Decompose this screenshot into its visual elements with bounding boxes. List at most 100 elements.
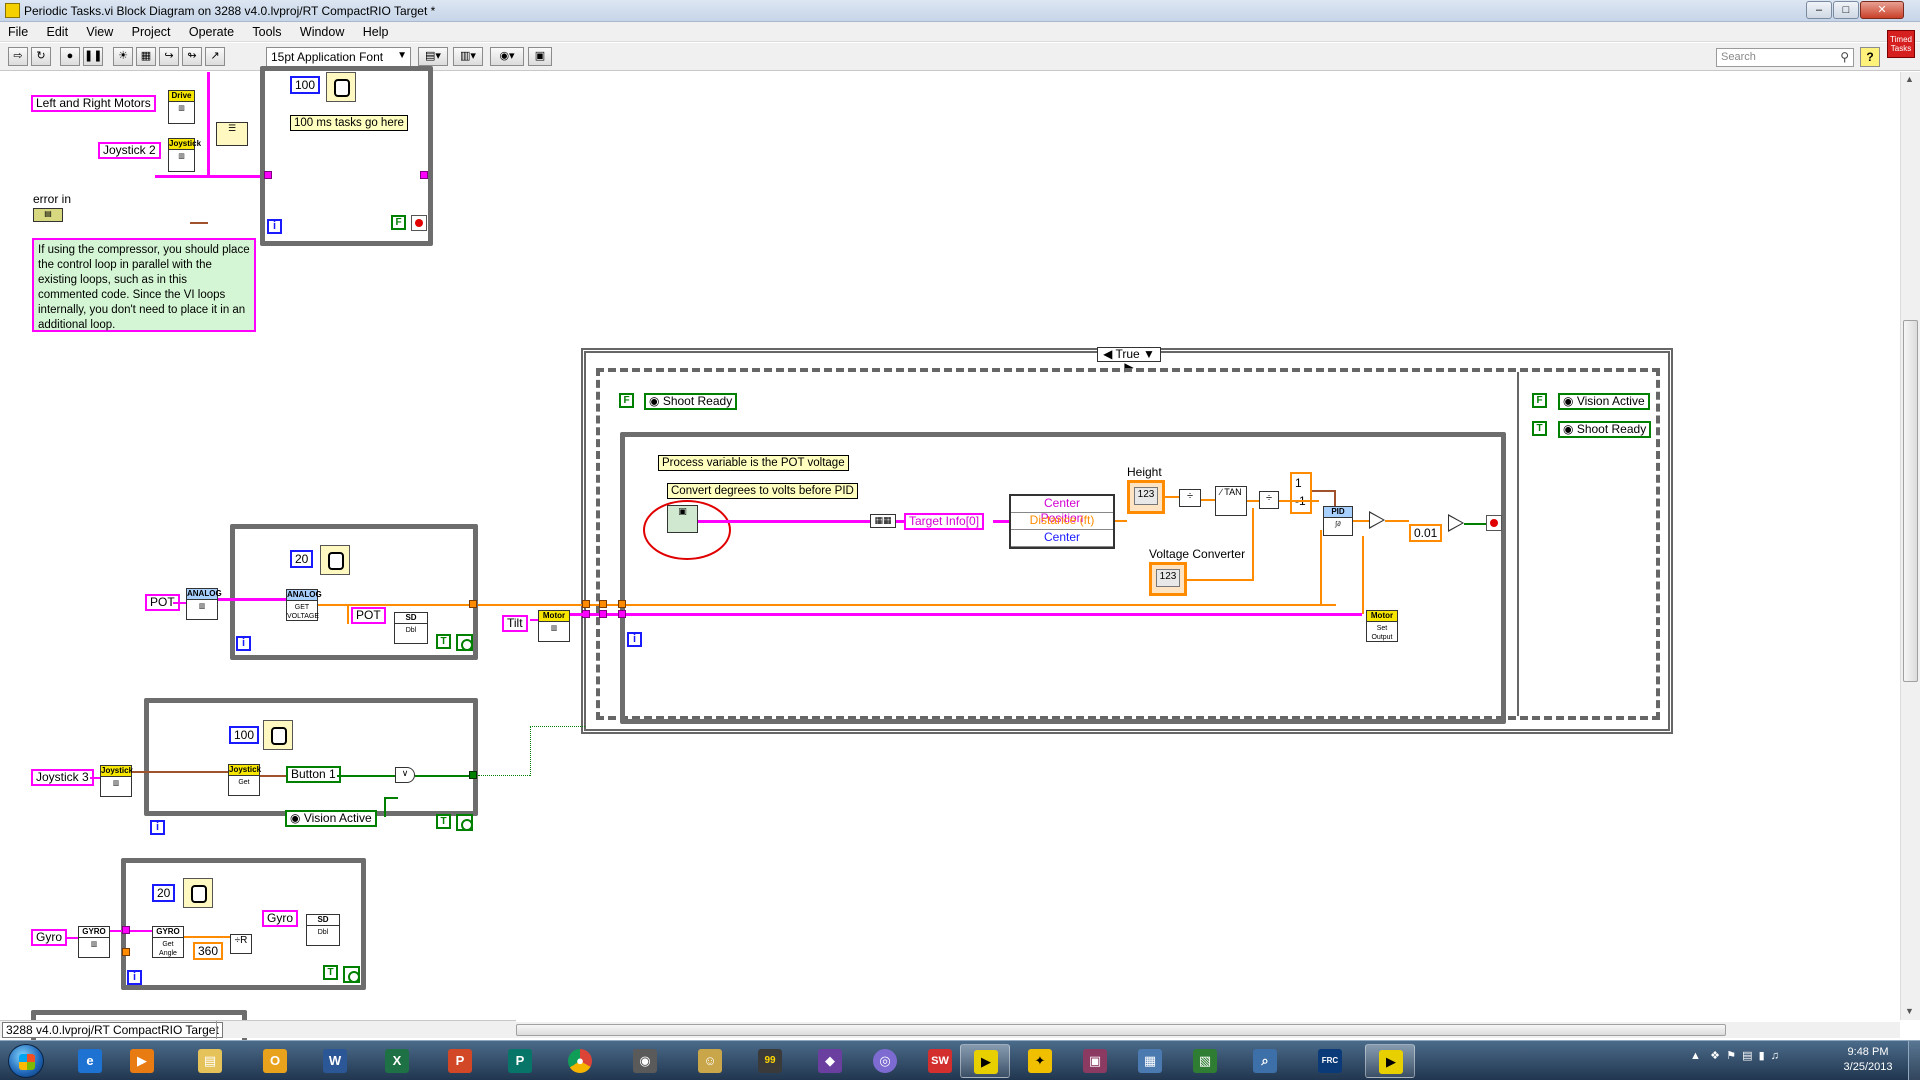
- error-cluster-icon[interactable]: ▤: [33, 208, 63, 222]
- height-control[interactable]: 123: [1127, 480, 1165, 514]
- system-tray[interactable]: ▲ ❖ ⚑ ▤ ▮ ♫: [1690, 1049, 1779, 1062]
- menu-operate[interactable]: Operate: [188, 25, 235, 39]
- show-desktop-button[interactable]: [1908, 1041, 1920, 1080]
- while-loop-100ms[interactable]: [260, 66, 433, 246]
- taskbar-frc[interactable]: FRC: [1305, 1044, 1355, 1078]
- menu-project[interactable]: Project: [131, 25, 171, 39]
- constant-360[interactable]: 360: [193, 942, 224, 960]
- gyro-control[interactable]: Gyro: [31, 929, 68, 946]
- joystick3-refnum-get-vi[interactable]: Joystick▥: [100, 765, 133, 797]
- unbundle-by-name[interactable]: Center Position Distance (ft) Center: [1009, 494, 1115, 549]
- maximize-button[interactable]: □: [1833, 1, 1859, 19]
- vertical-scroll-thumb[interactable]: [1903, 320, 1918, 682]
- horizontal-scrollbar[interactable]: [516, 1022, 1900, 1038]
- taskbar-solidworks[interactable]: SW: [915, 1044, 965, 1078]
- vision-active-local-read[interactable]: ◉ Vision Active: [285, 810, 377, 827]
- comparison-node[interactable]: [1369, 511, 1385, 529]
- reorder-icon[interactable]: ◉▾: [490, 47, 524, 66]
- show-hidden-icons-icon[interactable]: ▲: [1690, 1050, 1701, 1062]
- false-constant[interactable]: F: [1532, 393, 1547, 408]
- wait-ms-icon[interactable]: [263, 720, 293, 750]
- divide-node-2[interactable]: ÷: [1259, 491, 1279, 509]
- array-constant[interactable]: 1 -1: [1290, 472, 1312, 514]
- clean-up-diagram-icon[interactable]: ▣: [528, 47, 552, 66]
- taskbar-app-1[interactable]: ◉: [620, 1044, 670, 1078]
- constant-100-joystick[interactable]: 100: [229, 726, 260, 744]
- taskbar-word[interactable]: W: [310, 1044, 360, 1078]
- scroll-down-icon[interactable]: ▼: [1905, 1006, 1914, 1016]
- less-than-node[interactable]: [1448, 514, 1464, 532]
- search-input[interactable]: Search ⚲: [1716, 48, 1854, 67]
- align-objects-icon[interactable]: ▤▾: [418, 47, 448, 66]
- menu-tools[interactable]: Tools: [252, 25, 282, 39]
- taskbar-labview-2[interactable]: ▶: [1365, 1044, 1415, 1078]
- step-over-icon[interactable]: ↬: [182, 47, 202, 66]
- taskbar-app-7[interactable]: ▦: [1125, 1044, 1175, 1078]
- taskbar-app-6[interactable]: ✦: [1015, 1044, 1065, 1078]
- while-loop-joystick[interactable]: [144, 698, 478, 816]
- distribute-objects-icon[interactable]: ▥▾: [453, 47, 483, 66]
- arcade-drive-node[interactable]: ☰: [216, 122, 248, 146]
- menu-edit[interactable]: Edit: [46, 25, 69, 39]
- project-target-label[interactable]: 3288 v4.0.lvproj/RT CompactRIO Target: [2, 1022, 223, 1038]
- true-constant[interactable]: T: [436, 634, 451, 649]
- vertical-scrollbar[interactable]: ▲ ▼: [1900, 72, 1920, 1020]
- flat-sequence[interactable]: [596, 368, 1660, 720]
- wait-ms-icon[interactable]: [183, 878, 213, 908]
- tilt-control[interactable]: Tilt: [502, 615, 528, 632]
- button1-unbundle[interactable]: Button 1: [286, 766, 341, 783]
- analog-refnum-get-vi[interactable]: ANALOG▥: [186, 588, 222, 620]
- constant-20[interactable]: 20: [290, 550, 314, 568]
- taskbar-explorer[interactable]: ▤: [185, 1044, 235, 1078]
- run-arrow-icon[interactable]: ⇨: [8, 47, 28, 66]
- case-selector[interactable]: ◀ True ▼ ▶: [1097, 347, 1161, 374]
- signal-icon[interactable]: ▮: [1758, 1050, 1765, 1062]
- case-selector-prev-icon[interactable]: ◀: [1103, 347, 1113, 361]
- wait-ms-icon[interactable]: [326, 72, 356, 102]
- true-constant[interactable]: T: [323, 965, 338, 980]
- run-continuously-icon[interactable]: ↻: [31, 47, 51, 66]
- taskbar-powerpoint[interactable]: P: [435, 1044, 485, 1078]
- horizontal-scroll-thumb[interactable]: [516, 1024, 1726, 1036]
- abort-icon[interactable]: ●: [60, 47, 80, 66]
- or-node[interactable]: ∨: [395, 767, 415, 783]
- chevron-down-icon[interactable]: ▼: [1143, 347, 1155, 361]
- voltage-converter-control[interactable]: 123: [1149, 562, 1187, 596]
- target-info-index[interactable]: Target Info[0]: [904, 513, 985, 530]
- start-button[interactable]: [8, 1044, 44, 1078]
- gyro-local-name[interactable]: Gyro: [262, 910, 299, 927]
- taskbar-app-5[interactable]: ◎: [860, 1044, 910, 1078]
- quotient-remainder-node[interactable]: ÷R: [230, 934, 252, 954]
- constant-20-gyro[interactable]: 20: [152, 884, 176, 902]
- while-loop-gyro[interactable]: [121, 858, 366, 990]
- taskbar-ie[interactable]: e: [65, 1044, 115, 1078]
- divide-node[interactable]: ÷: [1179, 489, 1201, 507]
- pot-local-name[interactable]: POT: [351, 607, 386, 624]
- constant-100[interactable]: 100: [290, 76, 321, 94]
- taskbar-app-8[interactable]: ▧: [1180, 1044, 1230, 1078]
- volume-icon[interactable]: ♫: [1770, 1050, 1780, 1062]
- taskbar-labview[interactable]: ▶: [960, 1044, 1010, 1078]
- minimize-button[interactable]: –: [1806, 1, 1832, 19]
- drive-refnum-get-vi[interactable]: Drive▥: [168, 90, 195, 124]
- while-loop-pid[interactable]: [620, 432, 1506, 724]
- shoot-ready-local-variable[interactable]: ◉ Shoot Ready: [644, 393, 738, 410]
- search-icon[interactable]: ⚲: [1840, 50, 1849, 64]
- step-into-icon[interactable]: ↪: [159, 47, 179, 66]
- constant-0-01[interactable]: 0.01: [1409, 524, 1443, 542]
- taskbar-app-4[interactable]: ◆: [805, 1044, 855, 1078]
- gyro-refnum-get-vi[interactable]: GYRO▥: [78, 926, 110, 958]
- taskbar-chrome[interactable]: ●: [555, 1044, 605, 1078]
- index-array-icon[interactable]: ▦▦: [870, 514, 896, 528]
- taskbar-publisher[interactable]: P: [495, 1044, 545, 1078]
- pause-icon[interactable]: ❚❚: [83, 47, 103, 66]
- true-constant[interactable]: T: [1532, 421, 1547, 436]
- atan-node[interactable]: ∕ TAN: [1215, 486, 1247, 516]
- menu-file[interactable]: File: [8, 25, 29, 39]
- scroll-up-icon[interactable]: ▲: [1905, 74, 1914, 84]
- block-diagram-canvas[interactable]: Left and Right Motors Joystick 2 Drive▥ …: [0, 66, 1900, 1050]
- network-icon[interactable]: ▤: [1742, 1050, 1753, 1062]
